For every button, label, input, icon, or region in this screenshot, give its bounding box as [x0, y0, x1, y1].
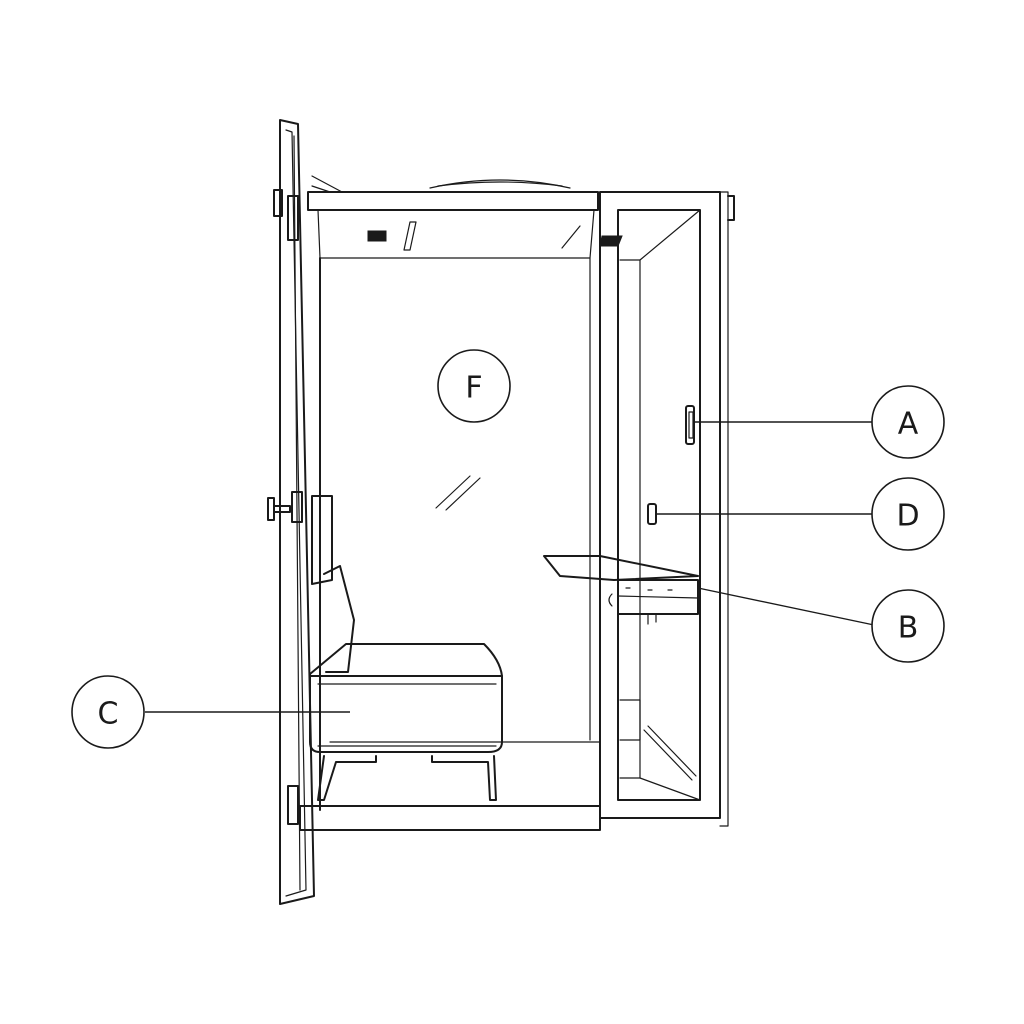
- bench-seat: [309, 495, 503, 801]
- leader-b: [697, 587, 875, 626]
- left-door: [267, 119, 315, 905]
- callout-f: F: [437, 349, 511, 423]
- front-door: [599, 191, 735, 827]
- callout-c-label: C: [98, 697, 119, 732]
- callout-a-label: A: [898, 407, 919, 442]
- booth-body: [299, 175, 623, 831]
- callout-b: B: [871, 589, 945, 663]
- callout-d-label: D: [896, 499, 919, 534]
- callout-c: C: [71, 675, 145, 749]
- callout-b-label: B: [898, 611, 919, 646]
- desk-shelf: [543, 555, 699, 625]
- callout-f-label: F: [465, 371, 482, 406]
- callout-d: D: [871, 477, 945, 551]
- leader-lines: [145, 421, 875, 713]
- callout-a: A: [871, 385, 945, 459]
